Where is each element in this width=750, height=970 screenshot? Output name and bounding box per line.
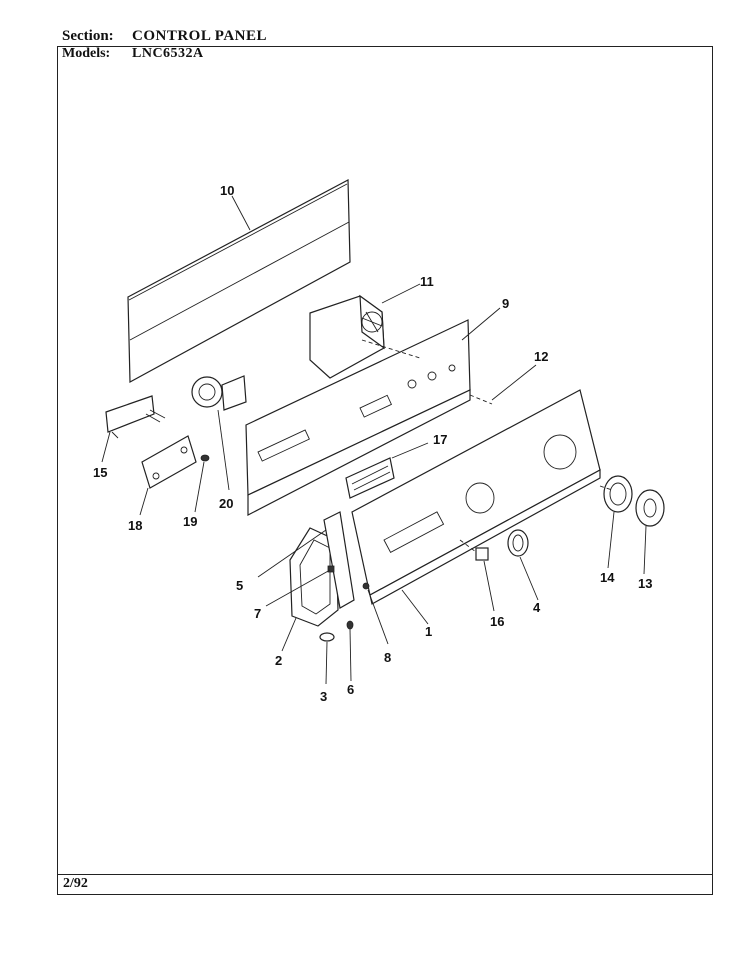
part-15-terminal-block	[105, 395, 166, 439]
section-value: CONTROL PANEL	[132, 28, 267, 44]
part-5-end-bracket	[323, 511, 355, 609]
callout-6: 6	[347, 682, 354, 697]
callout-7: 7	[254, 606, 261, 621]
part-9-panel-bracket	[245, 319, 471, 516]
callout-1: 1	[425, 624, 432, 639]
models-header: Models: LNC6532A	[62, 46, 204, 62]
part-2-end-cap	[289, 527, 339, 627]
callout-13: 13	[638, 576, 652, 591]
callout-2: 2	[275, 653, 282, 668]
callout-3: 3	[320, 689, 327, 704]
section-label: Section:	[62, 28, 114, 44]
callout-labels: 1 2 3 4 5 6 7 8 9 10 11 12 13 14 15 16 1…	[93, 183, 652, 704]
section-header: Section: CONTROL PANEL	[62, 28, 267, 45]
part-19-screw	[200, 454, 210, 462]
part-4-knob	[507, 529, 529, 557]
callout-20: 20	[219, 496, 233, 511]
part-1-main-panel	[351, 389, 601, 605]
footer-date: 2/92	[63, 876, 88, 891]
models-label: Models:	[62, 46, 111, 61]
callout-19: 19	[183, 514, 197, 529]
callout-17: 17	[433, 432, 447, 447]
footer-divider	[57, 874, 713, 875]
callout-16: 16	[490, 614, 504, 629]
callout-8: 8	[384, 650, 391, 665]
callout-5: 5	[236, 578, 243, 593]
part-6-screw	[346, 620, 354, 630]
callout-14: 14	[600, 570, 615, 585]
callout-11: 11	[420, 274, 434, 289]
part-20-switch	[191, 375, 247, 411]
part-16-small-knob	[475, 547, 489, 561]
part-17-display-board	[345, 457, 395, 499]
part-8-screw	[362, 582, 370, 590]
diagram-frame	[57, 46, 713, 895]
callout-12: 12	[534, 349, 548, 364]
part-18-bracket-plate	[141, 435, 197, 489]
part-14-dial-ring	[603, 475, 633, 513]
callout-10: 10	[220, 183, 234, 198]
callout-9: 9	[502, 296, 509, 311]
assembly-guides	[361, 339, 613, 553]
part-13-dial-knob	[635, 489, 665, 527]
callout-4: 4	[533, 600, 541, 615]
leader-lines	[101, 195, 647, 685]
callout-15: 15	[93, 465, 107, 480]
part-11-timer	[309, 294, 385, 379]
models-value: LNC6532A	[132, 46, 204, 61]
part-3-clip	[319, 632, 335, 642]
part-10-rear-cover	[127, 179, 351, 383]
callout-18: 18	[128, 518, 142, 533]
